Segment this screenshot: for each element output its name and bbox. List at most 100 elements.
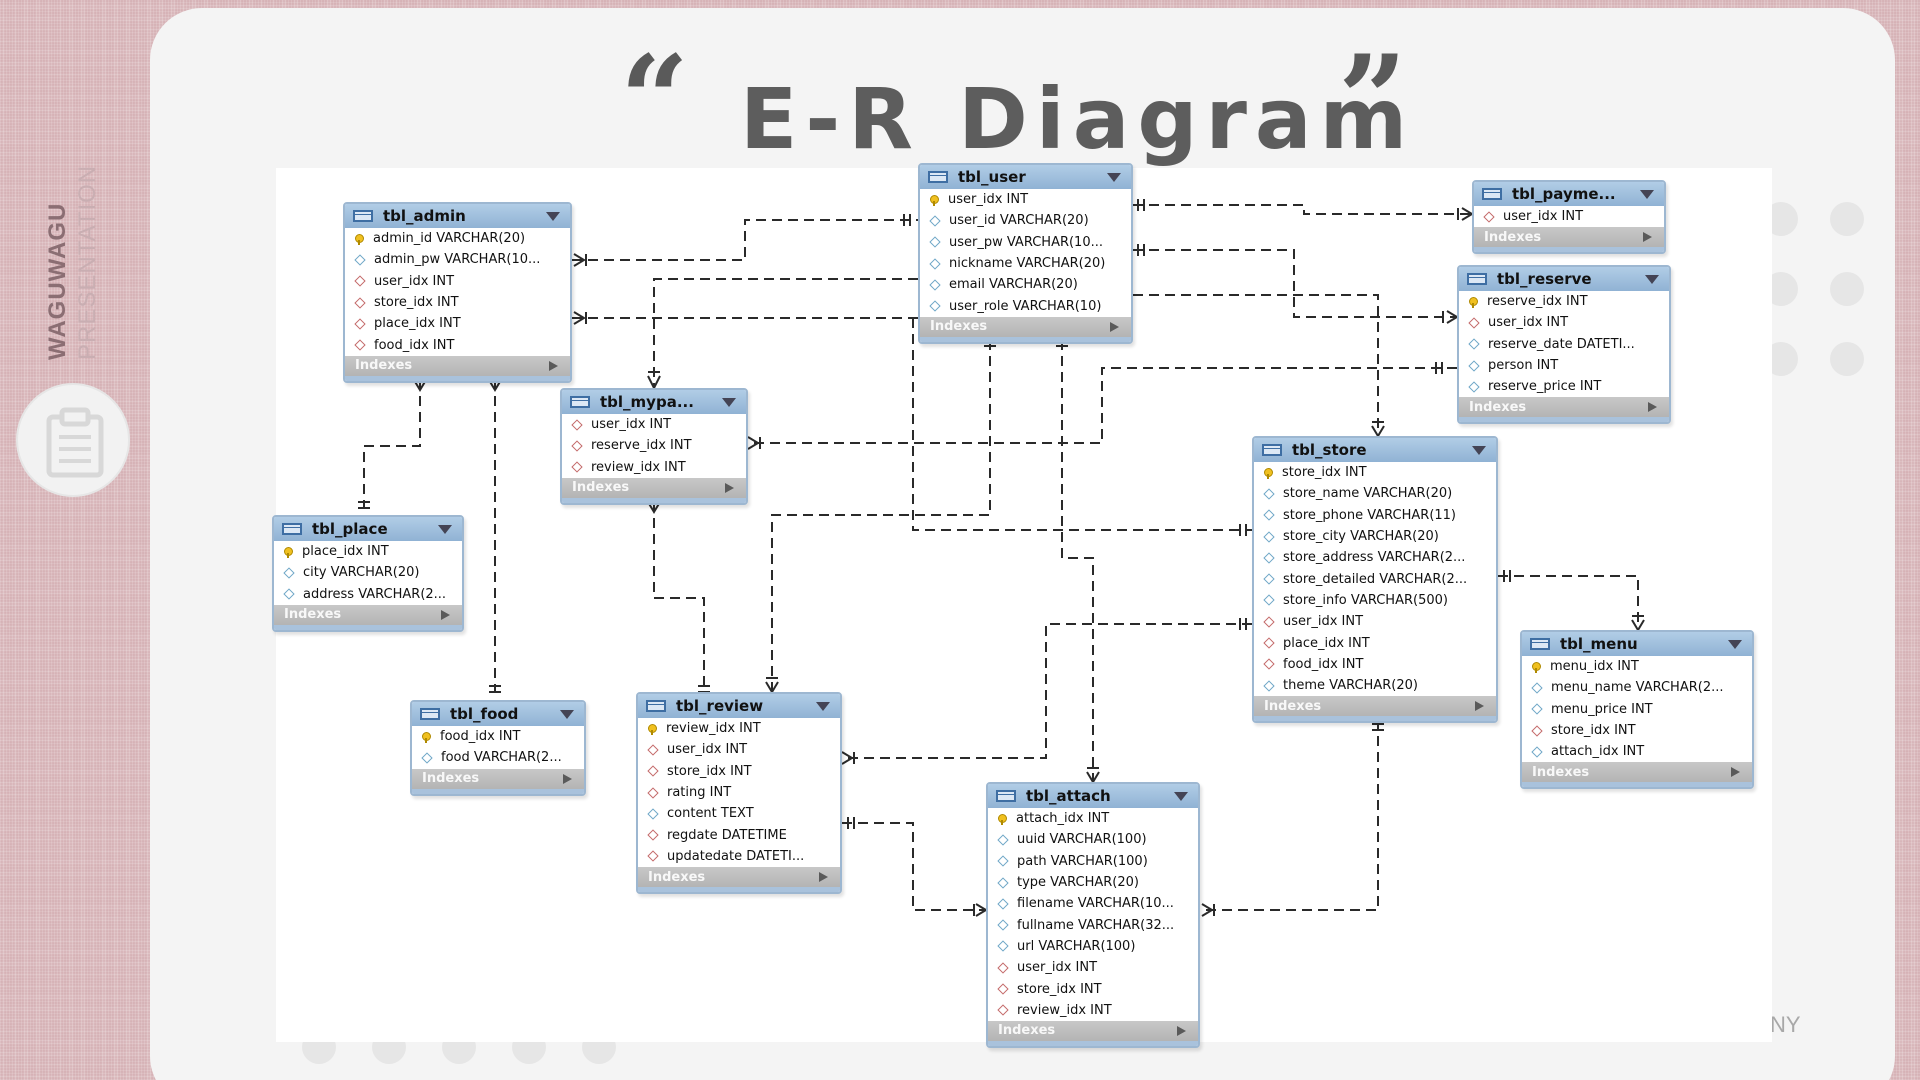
table-column-row[interactable]: path VARCHAR(100)	[988, 851, 1198, 872]
table-column-row[interactable]: review_idx INT	[562, 457, 746, 478]
table-tbl-place[interactable]: tbl_place place_idx INT city VARCHAR(20)…	[272, 515, 464, 632]
table-column-row[interactable]: email VARCHAR(20)	[920, 274, 1131, 295]
table-header[interactable]: tbl_reserve	[1459, 267, 1669, 291]
table-column-row[interactable]: user_idx INT	[562, 414, 746, 435]
table-column-row[interactable]: user_idx INT	[1474, 206, 1664, 227]
chevron-down-icon[interactable]	[722, 398, 736, 407]
table-column-row[interactable]: url VARCHAR(100)	[988, 936, 1198, 957]
table-tbl-attach[interactable]: tbl_attach attach_idx INT uuid VARCHAR(1…	[986, 782, 1200, 1048]
table-column-row[interactable]: user_idx INT	[1459, 312, 1669, 333]
table-tbl-store[interactable]: tbl_store store_idx INT store_name VARCH…	[1252, 436, 1498, 724]
table-header[interactable]: tbl_store	[1254, 438, 1496, 462]
table-column-row[interactable]: store_info VARCHAR(500)	[1254, 590, 1496, 611]
indexes-section[interactable]: Indexes	[1522, 762, 1752, 783]
table-header[interactable]: tbl_admin	[345, 204, 570, 228]
table-column-row[interactable]: menu_idx INT	[1522, 656, 1752, 677]
chevron-down-icon[interactable]	[1640, 190, 1654, 199]
table-header[interactable]: tbl_mypa...	[562, 390, 746, 414]
clipboard-button[interactable]	[16, 383, 130, 497]
table-tbl-mypage[interactable]: tbl_mypa... user_idx INT reserve_idx INT…	[560, 388, 748, 505]
table-column-row[interactable]: store_city VARCHAR(20)	[1254, 526, 1496, 547]
table-column-row[interactable]: user_idx INT	[1254, 611, 1496, 632]
chevron-down-icon[interactable]	[1645, 275, 1659, 284]
table-tbl-menu[interactable]: tbl_menu menu_idx INT menu_name VARCHAR(…	[1520, 630, 1754, 790]
table-tbl-reserve[interactable]: tbl_reserve reserve_idx INT user_idx INT…	[1457, 265, 1671, 425]
chevron-down-icon[interactable]	[1107, 173, 1121, 182]
chevron-down-icon[interactable]	[1174, 792, 1188, 801]
table-column-row[interactable]: review_idx INT	[638, 718, 840, 739]
table-header[interactable]: tbl_food	[412, 702, 584, 726]
table-column-row[interactable]: admin_id VARCHAR(20)	[345, 228, 570, 249]
table-header[interactable]: tbl_menu	[1522, 632, 1752, 656]
table-column-row[interactable]: reserve_idx INT	[1459, 291, 1669, 312]
table-column-row[interactable]: store_detailed VARCHAR(2...	[1254, 568, 1496, 589]
table-column-row[interactable]: attach_idx INT	[988, 808, 1198, 829]
table-column-row[interactable]: user_idx INT	[988, 957, 1198, 978]
table-tbl-payment[interactable]: tbl_payme... user_idx INT Indexes	[1472, 180, 1666, 255]
table-column-row[interactable]: uuid VARCHAR(100)	[988, 829, 1198, 850]
table-column-row[interactable]: store_name VARCHAR(20)	[1254, 483, 1496, 504]
table-column-row[interactable]: user_idx INT	[345, 271, 570, 292]
indexes-section[interactable]: Indexes	[920, 316, 1131, 337]
table-column-row[interactable]: type VARCHAR(20)	[988, 872, 1198, 893]
table-column-row[interactable]: food_idx INT	[345, 334, 570, 355]
table-column-row[interactable]: fullname VARCHAR(32...	[988, 914, 1198, 935]
table-column-row[interactable]: store_address VARCHAR(2...	[1254, 547, 1496, 568]
table-header[interactable]: tbl_attach	[988, 784, 1198, 808]
indexes-section[interactable]: Indexes	[274, 604, 462, 625]
table-column-row[interactable]: filename VARCHAR(10...	[988, 893, 1198, 914]
table-column-row[interactable]: reserve_price INT	[1459, 376, 1669, 397]
table-column-row[interactable]: city VARCHAR(20)	[274, 562, 462, 583]
indexes-section[interactable]: Indexes	[638, 867, 840, 888]
table-column-row[interactable]: review_idx INT	[988, 1000, 1198, 1021]
table-column-row[interactable]: food_idx INT	[412, 726, 584, 747]
table-column-row[interactable]: store_idx INT	[1254, 462, 1496, 483]
table-column-row[interactable]: place_idx INT	[274, 541, 462, 562]
indexes-section[interactable]: Indexes	[988, 1020, 1198, 1041]
indexes-section[interactable]: Indexes	[562, 477, 746, 498]
chevron-down-icon[interactable]	[1728, 640, 1742, 649]
table-column-row[interactable]: food VARCHAR(2...	[412, 747, 584, 768]
table-column-row[interactable]: rating INT	[638, 782, 840, 803]
chevron-down-icon[interactable]	[816, 702, 830, 711]
table-column-row[interactable]: menu_price INT	[1522, 699, 1752, 720]
table-column-row[interactable]: food_idx INT	[1254, 654, 1496, 675]
table-column-row[interactable]: address VARCHAR(2...	[274, 584, 462, 605]
table-header[interactable]: tbl_user	[920, 165, 1131, 189]
table-column-row[interactable]: menu_name VARCHAR(2...	[1522, 677, 1752, 698]
table-column-row[interactable]: store_idx INT	[345, 292, 570, 313]
chevron-down-icon[interactable]	[438, 525, 452, 534]
table-column-row[interactable]: person INT	[1459, 355, 1669, 376]
table-column-row[interactable]: content TEXT	[638, 803, 840, 824]
chevron-down-icon[interactable]	[546, 212, 560, 221]
table-column-row[interactable]: regdate DATETIME	[638, 824, 840, 845]
table-column-row[interactable]: user_role VARCHAR(10)	[920, 295, 1131, 316]
table-column-row[interactable]: attach_idx INT	[1522, 741, 1752, 762]
table-column-row[interactable]: place_idx INT	[345, 313, 570, 334]
table-header[interactable]: tbl_place	[274, 517, 462, 541]
table-tbl-review[interactable]: tbl_review review_idx INT user_idx INT s…	[636, 692, 842, 895]
table-column-row[interactable]: user_id VARCHAR(20)	[920, 210, 1131, 231]
indexes-section[interactable]: Indexes	[1254, 696, 1496, 717]
indexes-section[interactable]: Indexes	[345, 355, 570, 376]
table-column-row[interactable]: user_idx INT	[638, 739, 840, 760]
table-column-row[interactable]: user_pw VARCHAR(10...	[920, 232, 1131, 253]
table-column-row[interactable]: place_idx INT	[1254, 632, 1496, 653]
table-tbl-admin[interactable]: tbl_admin admin_id VARCHAR(20) admin_pw …	[343, 202, 572, 383]
table-column-row[interactable]: store_idx INT	[988, 978, 1198, 999]
table-column-row[interactable]: store_phone VARCHAR(11)	[1254, 505, 1496, 526]
table-tbl-food[interactable]: tbl_food food_idx INT food VARCHAR(2... …	[410, 700, 586, 796]
table-header[interactable]: tbl_review	[638, 694, 840, 718]
table-column-row[interactable]: store_idx INT	[1522, 720, 1752, 741]
table-column-row[interactable]: updatedate DATETI...	[638, 846, 840, 867]
table-column-row[interactable]: reserve_date DATETI...	[1459, 334, 1669, 355]
indexes-section[interactable]: Indexes	[1474, 227, 1664, 248]
table-column-row[interactable]: reserve_idx INT	[562, 435, 746, 456]
table-column-row[interactable]: nickname VARCHAR(20)	[920, 253, 1131, 274]
indexes-section[interactable]: Indexes	[1459, 397, 1669, 418]
table-column-row[interactable]: store_idx INT	[638, 761, 840, 782]
table-column-row[interactable]: theme VARCHAR(20)	[1254, 675, 1496, 696]
indexes-section[interactable]: Indexes	[412, 768, 584, 789]
table-column-row[interactable]: admin_pw VARCHAR(10...	[345, 249, 570, 270]
table-column-row[interactable]: user_idx INT	[920, 189, 1131, 210]
